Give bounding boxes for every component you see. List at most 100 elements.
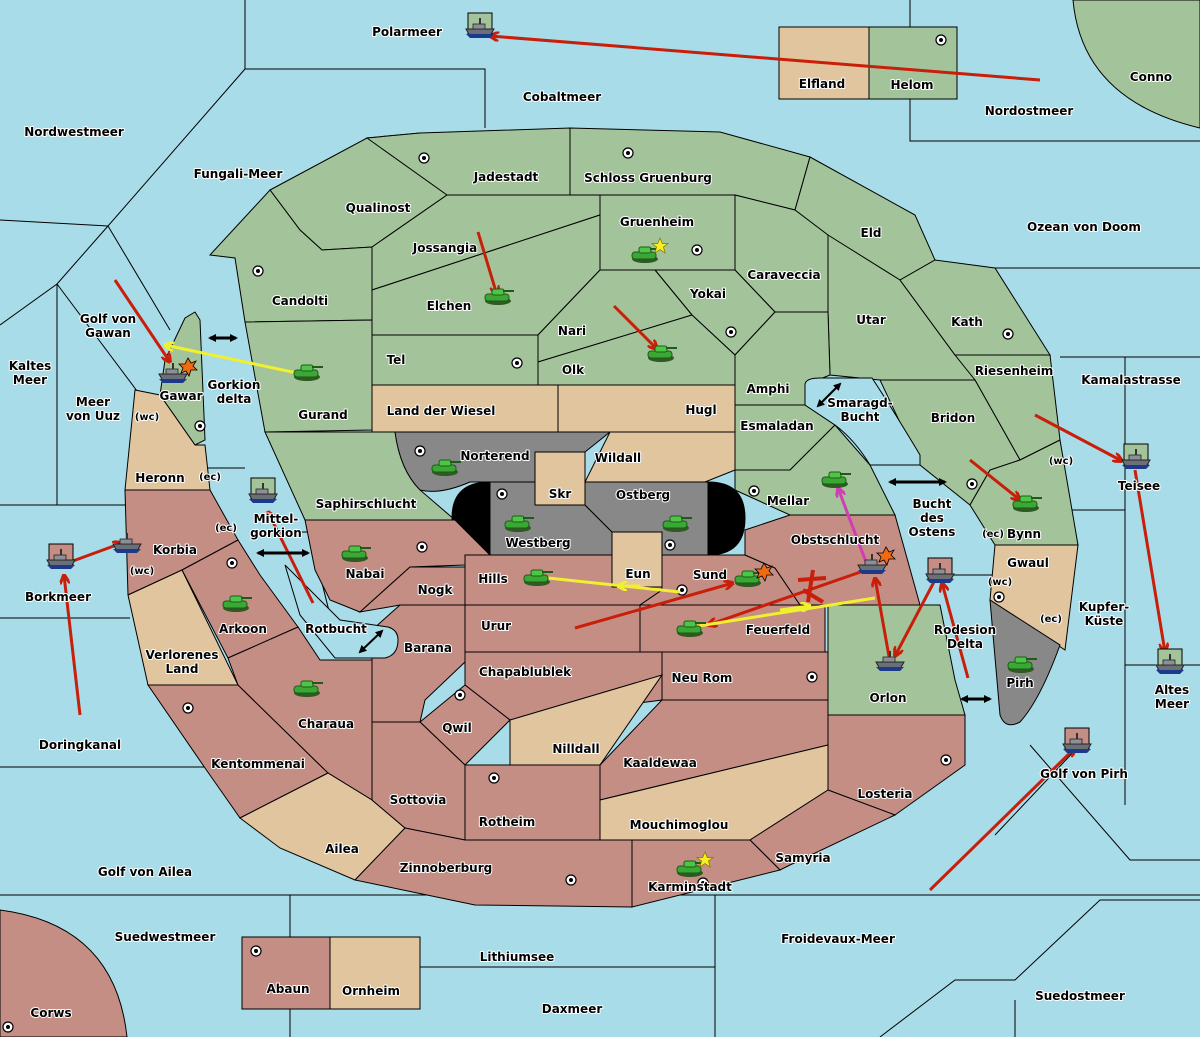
region-label-kupfer: Kupfer-Küste	[1079, 600, 1129, 628]
region-label-utar: Utar	[856, 313, 886, 327]
coast-label: (ec)	[215, 523, 237, 534]
region-label-chapablublek: Chapablublek	[479, 665, 572, 679]
coast-label: (wc)	[988, 577, 1012, 588]
region-label-borkmeer: Borkmeer	[25, 590, 91, 604]
region-label-qwil: Qwil	[442, 721, 472, 735]
region-label-hills: Hills	[478, 572, 508, 586]
order-support	[691, 596, 876, 629]
order-move	[476, 231, 497, 295]
supply-center-icon	[418, 152, 430, 164]
region-label-tel: Tel	[387, 353, 406, 367]
region-label-smaragd: Smaragd-Bucht	[827, 396, 892, 424]
region-label-daxmeer: Daxmeer	[542, 1002, 603, 1016]
supply-center-icon	[416, 541, 428, 553]
coast-label: (wc)	[135, 412, 159, 423]
region-label-elfland: Elfland	[799, 77, 845, 91]
region-label-barana: Barana	[404, 641, 452, 655]
fleet-unit[interactable]	[925, 557, 955, 584]
supply-center-icon	[488, 772, 500, 784]
fleet-unit[interactable]	[46, 543, 76, 570]
region-label-suedostmeer: Suedostmeer	[1035, 989, 1125, 1003]
region-label-ostberg: Ostberg	[616, 488, 670, 502]
region-label-nabai: Nabai	[346, 567, 385, 581]
supply-center-icon	[565, 874, 577, 886]
region-label-losteria: Losteria	[857, 787, 912, 801]
region-label-wildall: Wildall	[595, 451, 641, 465]
orders-layer	[62, 36, 1165, 892]
region-label-yokai: Yokai	[689, 287, 726, 301]
region-label-lithiumsee: Lithiumsee	[480, 950, 555, 964]
region-label-bynn: Bynn	[1007, 527, 1041, 541]
order-move	[1034, 413, 1122, 461]
labels-layer: PolarmeerCobaltmeerNordwestmeerFungali-M…	[8, 24, 1190, 1021]
order-convoy	[838, 488, 868, 563]
region-label-sund: Sund	[693, 568, 727, 582]
order-move	[895, 579, 937, 656]
region-label-feuerfeld: Feuerfeld	[746, 623, 811, 637]
region-label-elchen: Elchen	[427, 299, 472, 313]
region-ornheim	[329, 936, 421, 1010]
adjacency-arrow	[816, 382, 842, 408]
region-label-saphirschlucht: Saphirschlucht	[316, 497, 417, 511]
coast-label: (wc)	[1049, 456, 1073, 467]
adjacency-arrow	[358, 629, 384, 654]
order-move	[942, 583, 970, 679]
fleet-unit[interactable]	[465, 12, 495, 39]
supply-center-icon	[414, 445, 426, 457]
region-gwaul	[989, 544, 1079, 651]
order-move	[875, 578, 892, 663]
fleet-unit[interactable]	[248, 477, 278, 504]
region-label-ailea: Ailea	[325, 842, 359, 856]
region-label-jossangia: Jossangia	[412, 241, 477, 255]
failed-order-marker	[797, 569, 827, 604]
order-move	[708, 566, 873, 625]
region-label-nari: Nari	[558, 324, 586, 338]
region-label-nordwestmeer: Nordwestmeer	[24, 125, 124, 139]
region-label-eun: Eun	[625, 567, 650, 581]
region-label-jadestadt: Jadestadt	[473, 170, 539, 184]
region-label-nordostmeer: Nordostmeer	[985, 104, 1074, 118]
region-label-mouchimoglou: Mouchimoglou	[630, 818, 729, 832]
region-label-esmaladan: Esmaladan	[740, 419, 813, 433]
order-move	[1133, 469, 1165, 652]
region-label-gruenheim: Gruenheim	[620, 215, 694, 229]
region-label-norterend: Norterend	[460, 449, 529, 463]
coast-label: (wc)	[130, 566, 154, 577]
region-label-olk: Olk	[562, 363, 585, 377]
supply-center-icon	[691, 244, 703, 256]
coast-label: (ec)	[1040, 614, 1062, 625]
region-label-bridon: Bridon	[931, 411, 976, 425]
units-layer	[46, 12, 1185, 878]
region-losteria	[827, 714, 966, 816]
region-label-eld: Eld	[861, 226, 882, 240]
region-label-karminstadt: Karminstadt	[648, 880, 732, 894]
fleet-unit[interactable]	[1062, 727, 1092, 754]
region-label-conno: Conno	[1130, 70, 1172, 84]
region-label-landwiesel: Land der Wiesel	[387, 404, 496, 418]
supply-center-icon	[966, 478, 978, 490]
supply-center-icon	[1002, 328, 1014, 340]
order-support	[547, 576, 681, 594]
supply-center-icon	[496, 488, 508, 500]
supply-center-icon	[2, 1021, 14, 1033]
order-move	[928, 748, 1075, 892]
region-label-arkoon: Arkoon	[219, 622, 267, 636]
region-label-kamalastrasse: Kamalastrasse	[1081, 373, 1181, 387]
region-label-westberg: Westberg	[505, 536, 570, 550]
region-gruenheim	[599, 194, 736, 271]
region-label-rotheim: Rotheim	[479, 815, 536, 829]
fleet-unit[interactable]	[1155, 648, 1185, 675]
region-label-pirh: Pirh	[1006, 676, 1033, 690]
supply-center-icon	[511, 357, 523, 369]
region-label-kentommenai: Kentommenai	[211, 757, 305, 771]
fleet-unit[interactable]	[1121, 443, 1151, 470]
supply-center-icon	[250, 945, 262, 957]
supply-center-icon	[935, 34, 947, 46]
region-label-nogk: Nogk	[418, 583, 454, 597]
